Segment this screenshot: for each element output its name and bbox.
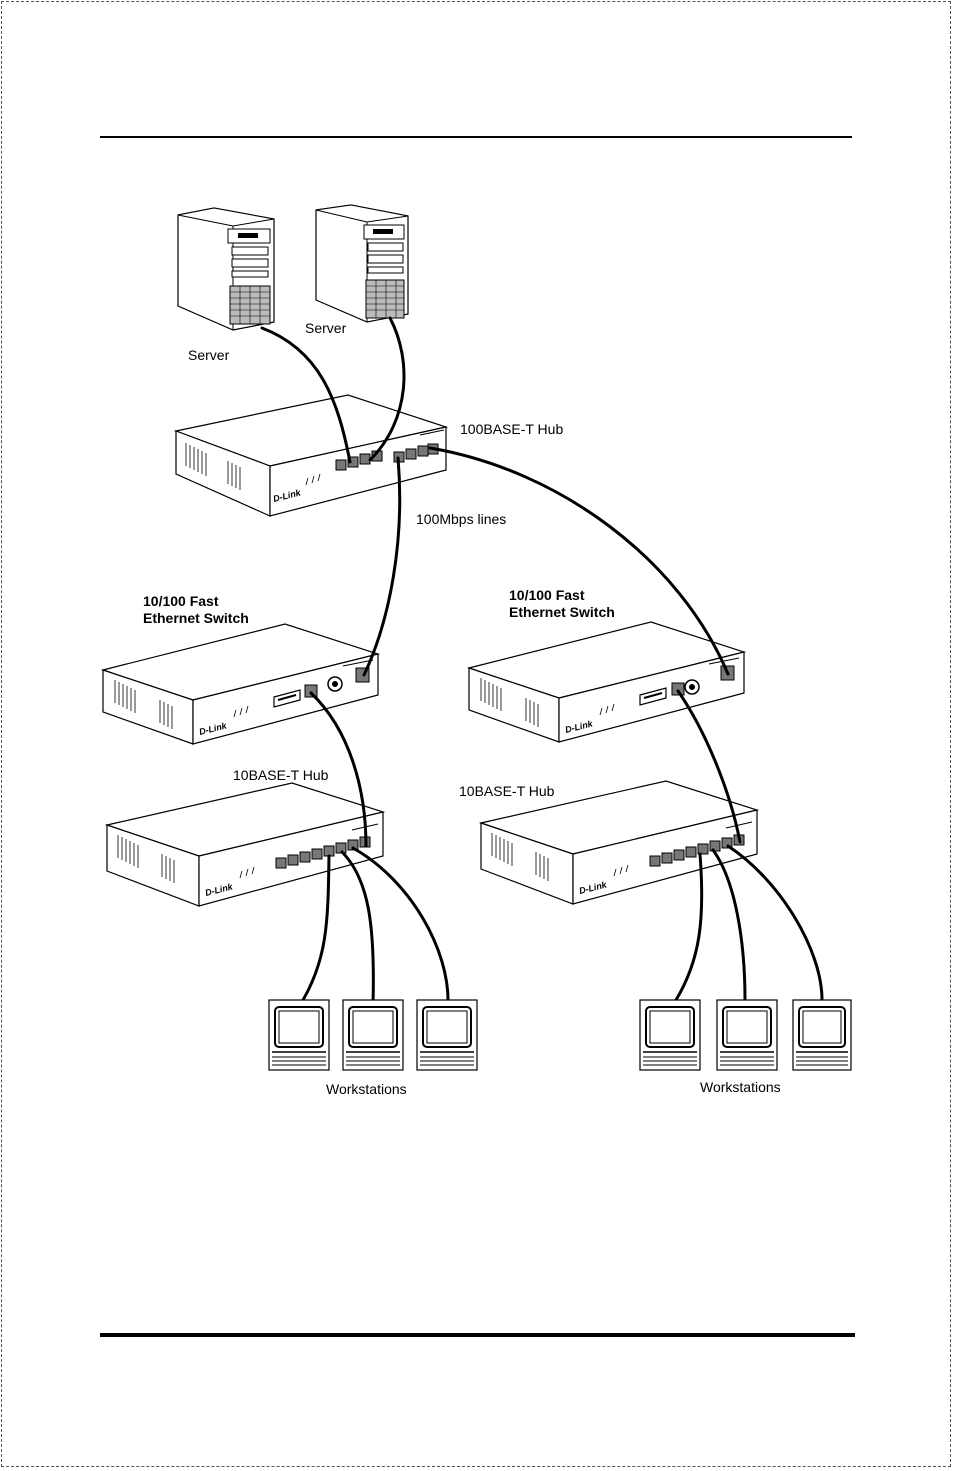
cable-hub-right-ws-2 [711,848,747,1002]
cable-switch-left-to-hub-left [309,691,368,848]
server-right-label: Server [305,320,347,336]
workstation-monitor-icon [416,999,478,1071]
cable-hub-to-switch-right [428,446,730,676]
ethernet-switch-icon: D-Link [466,621,747,743]
cable-hub-to-switch-left [362,456,402,677]
server-left: Server [177,207,275,363]
switch-left-label-line1: 10/100 Fast [143,593,219,609]
workstation-monitor-icon [716,999,778,1071]
workstations-left-label: Workstations [326,1081,407,1097]
server-tower-icon [315,204,409,323]
cable-server-left-to-hub [260,326,352,464]
workstation-monitor-icon [342,999,404,1071]
hub-10-left-label: 10BASE-T Hub [233,767,329,783]
hub-100base-t: D-Link 100BASE-T Hub [173,394,563,517]
lines-100-label: 100Mbps lines [416,511,506,527]
cable-hub-left-ws-1 [298,854,331,1007]
cables [260,316,824,1007]
cable-hub-left-ws-2 [340,850,375,1007]
cable-hub-right-ws-3 [726,844,824,1002]
cable-hub-right-ws-1 [674,852,704,1002]
hub-10base-t-left: D-Link 10BASE-T Hub [104,767,386,907]
ethernet-switch-icon: D-Link [100,623,381,745]
cable-server-right-to-hub [368,316,406,462]
switch-right: D-Link 10/100 Fast Ethernet Switch [466,587,747,743]
switch-right-label-line2: Ethernet Switch [509,604,615,620]
network-hub-icon: D-Link [478,780,760,905]
workstations-left: Workstations [268,999,478,1097]
workstations-right-label: Workstations [700,1079,781,1095]
switch-right-label-line1: 10/100 Fast [509,587,585,603]
switch-left-label-line2: Ethernet Switch [143,610,249,626]
workstation-monitor-icon [639,999,701,1071]
server-tower-icon [177,207,275,331]
cable-hub-left-ws-3 [351,846,450,1007]
server-right: Server [305,204,409,336]
footer-rule [100,1333,855,1337]
workstation-monitor-icon [792,999,852,1071]
hub-10-right-label: 10BASE-T Hub [459,783,555,799]
network-hub-icon: D-Link [104,782,386,907]
network-hub-icon: D-Link [173,394,449,517]
cable-switch-right-to-hub-right [676,689,742,844]
header-rule [100,136,852,138]
switch-left: D-Link 10/100 Fast Ethernet Switch [100,593,381,745]
hub-10base-t-right: D-Link 10BASE-T Hub [459,780,760,905]
workstation-monitor-icon [268,999,330,1071]
workstations-right: Workstations [639,999,852,1095]
server-left-label: Server [188,347,230,363]
hub-100-label: 100BASE-T Hub [460,421,563,437]
